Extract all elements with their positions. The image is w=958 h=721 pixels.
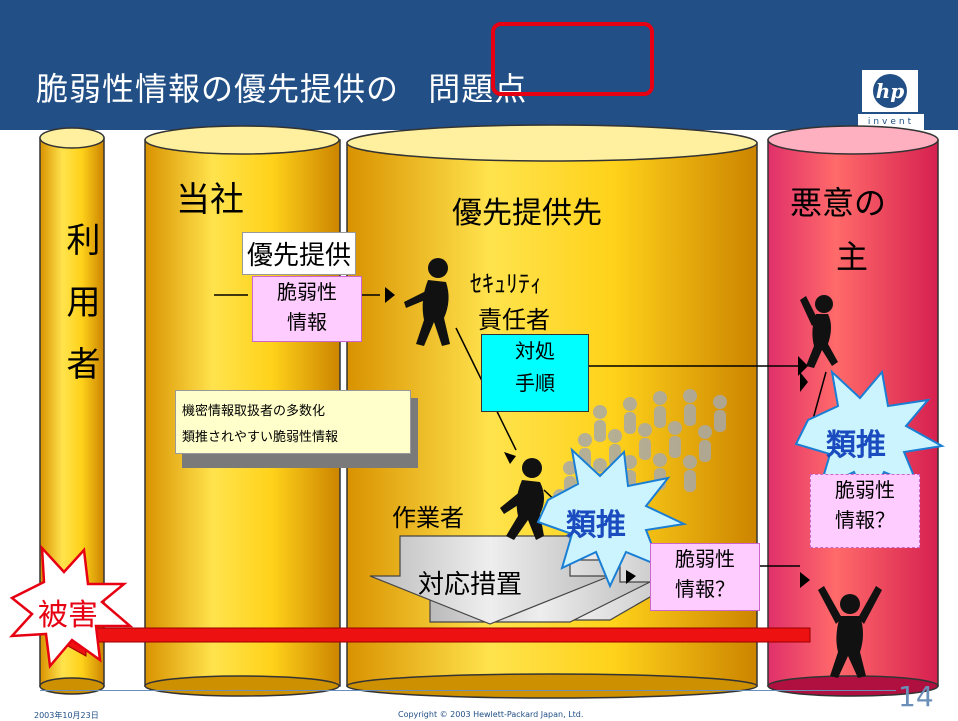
priority-provision-label: 優先提供 — [242, 232, 357, 275]
inference-starburst-left-icon — [536, 447, 688, 589]
company-column-label: 当社 — [176, 180, 244, 220]
procedure-note-line2: 手順 — [515, 371, 555, 395]
title-highlight-box — [491, 22, 654, 96]
malicious-climber-figure-icon — [800, 295, 838, 368]
security-officer-figure-icon — [404, 258, 450, 346]
damage-starburst-icon — [9, 544, 134, 669]
vuln-info-note-line1: 脆弱性 — [277, 280, 337, 304]
malicious-column-label-2: 主 — [836, 238, 869, 276]
procedure-note: 対処 手順 — [481, 334, 589, 412]
title-highlight-text: 問題点 — [428, 70, 528, 108]
footer-date: 2003年10月23日 — [34, 711, 99, 720]
vuln-info-note: 脆弱性 情報 — [252, 276, 362, 342]
vuln-q-note-line2: 情報？ — [835, 508, 895, 532]
malicious-column-label-1: 悪意の — [790, 184, 887, 222]
security-officer-label-2: 責任者 — [478, 306, 550, 334]
title-main: 脆弱性情報の優先提供の — [36, 70, 400, 108]
vuln-q-note-line2: 情報？ — [675, 577, 735, 601]
page-number: 14 — [898, 680, 934, 713]
vuln-q-note-line1: 脆弱性 — [675, 547, 735, 571]
issues-box: 機密情報取扱者の多数化 類推されやすい脆弱性情報 — [175, 390, 411, 454]
arrowheads — [385, 287, 810, 588]
recipient-column-label: 優先提供先 — [452, 196, 602, 231]
hp-logo-mark: hp — [876, 79, 905, 103]
malicious-cheering-figure-icon — [818, 586, 882, 678]
procedure-note-line1: 対処 — [515, 339, 555, 363]
footer-copyright: Copyright © 2003 Hewlett-Packard Japan, … — [398, 710, 584, 719]
issue-item: 類推されやすい脆弱性情報 — [182, 430, 339, 445]
vuln-q-note-line1: 脆弱性 — [835, 478, 895, 502]
vuln-info-note-line2: 情報 — [287, 310, 327, 334]
vuln-info-question-note-recipient: 脆弱性 情報？ — [650, 543, 760, 611]
inference-label-right: 類推 — [826, 428, 886, 463]
hp-logo-icon: hp — [862, 70, 918, 112]
slide-header — [0, 0, 958, 130]
worker-label: 作業者 — [392, 504, 464, 532]
user-column-label: 利用者 — [60, 222, 100, 408]
slide-title: 脆弱性情報の優先提供の 問題点 — [36, 64, 527, 110]
worker-figure-icon — [500, 458, 544, 540]
footer-divider — [40, 690, 896, 691]
countermeasure-arrows — [369, 535, 693, 625]
inference-label-left: 類推 — [566, 508, 626, 543]
damage-label: 被害 — [38, 598, 98, 633]
vuln-info-question-note-malicious: 脆弱性 情報？ — [810, 474, 920, 548]
security-officer-label-1: ｾｷｭﾘﾃｨ — [470, 270, 542, 298]
countermeasure-label: 対応措置 — [418, 570, 523, 600]
issue-item: 機密情報取扱者の多数化 — [182, 404, 326, 419]
